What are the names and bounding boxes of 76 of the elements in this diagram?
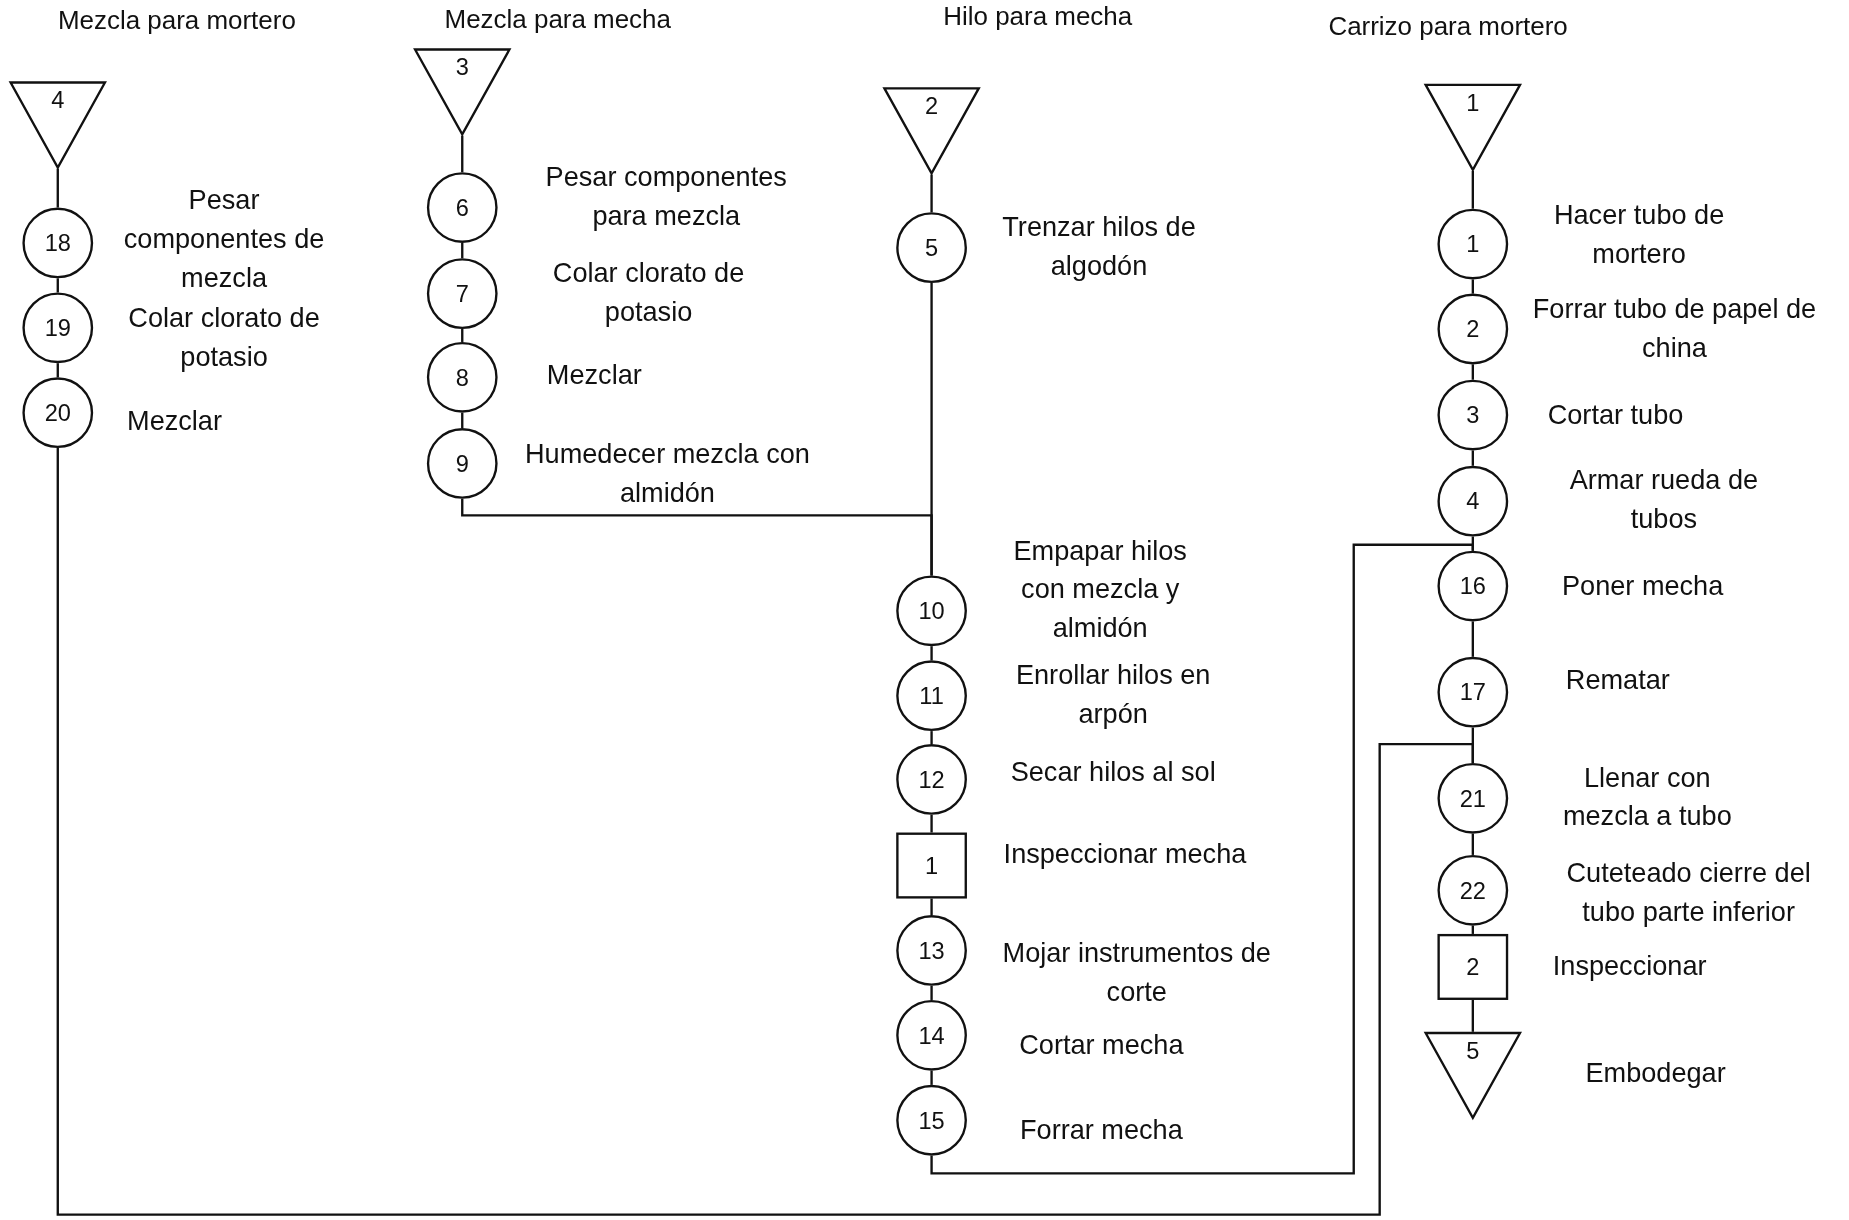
connector-line	[930, 646, 933, 661]
step-number: 1	[925, 853, 939, 878]
step-label: Cortar tubo	[1546, 398, 1685, 432]
step-number: 19	[44, 316, 71, 340]
step-label: Inspeccionar mecha	[1002, 836, 1248, 871]
step-number: 4	[1466, 489, 1480, 513]
step-number: 5	[925, 235, 939, 260]
step-label: Forrar tubo de papel de china	[1531, 292, 1818, 366]
connector-line	[1471, 833, 1474, 855]
connector-line	[461, 135, 464, 173]
connector-line	[930, 174, 933, 213]
step-number: 20	[44, 400, 71, 425]
step-label: Embodegar	[1584, 1056, 1727, 1090]
step-label: Inspeccionar	[1551, 948, 1708, 983]
step-label: Llenar con mezcla a tubo	[1561, 760, 1733, 834]
step-number: 22	[1459, 878, 1486, 903]
step-number: 16	[1459, 574, 1486, 598]
step-number: 17	[1459, 680, 1486, 704]
step-number: 1	[1466, 90, 1480, 115]
step-number: 2	[925, 94, 939, 118]
connector-line	[930, 731, 933, 745]
step-label: Hacer tubo de mortero	[1552, 198, 1726, 271]
step-number: 12	[918, 767, 945, 792]
step-number: 11	[919, 683, 944, 708]
connector-line	[930, 814, 933, 833]
step-label: Humedecer mezcla con almidón	[523, 437, 811, 511]
step-label: Mojar instrumentos de corte	[1001, 936, 1272, 1010]
connector-line	[930, 898, 933, 916]
connector-line	[1471, 621, 1474, 657]
step-number: 10	[918, 599, 945, 623]
step-number: 13	[918, 938, 945, 963]
step-label: Mezclar	[126, 404, 223, 438]
step-number: 6	[455, 195, 469, 220]
step-number: 21	[1459, 786, 1486, 811]
step-number: 2	[1466, 317, 1480, 341]
step-label: Enrollar hilos en arpón	[1014, 658, 1212, 731]
step-number: 15	[918, 1108, 945, 1133]
step-label: Armar rueda de tubos	[1568, 463, 1760, 537]
column-heading: Hilo para mecha	[943, 1, 1133, 32]
step-number: 7	[455, 281, 469, 306]
step-label: Mezclar	[545, 358, 643, 392]
step-label: Empapar hilos con mezcla y almidón	[1012, 533, 1188, 646]
step-number: 5	[1466, 1038, 1480, 1063]
connector-line	[1471, 171, 1474, 209]
column-heading: Carrizo para mortero	[1328, 11, 1568, 43]
step-label: Pesar componentes para mezcla	[544, 160, 788, 234]
step-label: Trenzar hilos de algodón	[1001, 210, 1197, 283]
step-number: 18	[44, 231, 71, 255]
connector-line	[930, 1070, 933, 1085]
connector-line	[56, 168, 59, 208]
column-heading: Mezcla para mortero	[57, 5, 296, 37]
step-number: 3	[1466, 403, 1480, 427]
step-label: Secar hilos al sol	[1009, 755, 1217, 790]
connector-line	[1471, 999, 1474, 1032]
step-label: Colar clorato de potasio	[127, 300, 321, 374]
step-number: 4	[51, 88, 65, 112]
step-number: 1	[1466, 232, 1480, 256]
step-label: Cortar mecha	[1018, 1027, 1185, 1062]
column-heading: Mezcla para mecha	[444, 4, 671, 36]
connector-line	[930, 283, 933, 576]
connector-line	[1471, 727, 1474, 763]
connector-line	[930, 985, 933, 1000]
step-label: Cuteteado cierre del tubo parte inferior	[1565, 856, 1812, 929]
step-label: Poner mecha	[1560, 569, 1725, 603]
connector-line	[1471, 279, 1474, 294]
step-number: 9	[455, 451, 469, 476]
connector-line	[56, 448, 1474, 1216]
step-number: 14	[918, 1023, 945, 1048]
step-number: 2	[1466, 955, 1480, 979]
step-label: Pesar componentes de mezcla	[122, 183, 326, 296]
step-label: Colar clorato de potasio	[551, 256, 746, 329]
step-number: 8	[455, 365, 469, 390]
step-label: Forrar mecha	[1019, 1112, 1184, 1147]
connector-line	[930, 543, 1474, 1175]
step-label: Rematar	[1564, 663, 1671, 698]
step-number: 3	[455, 55, 469, 79]
